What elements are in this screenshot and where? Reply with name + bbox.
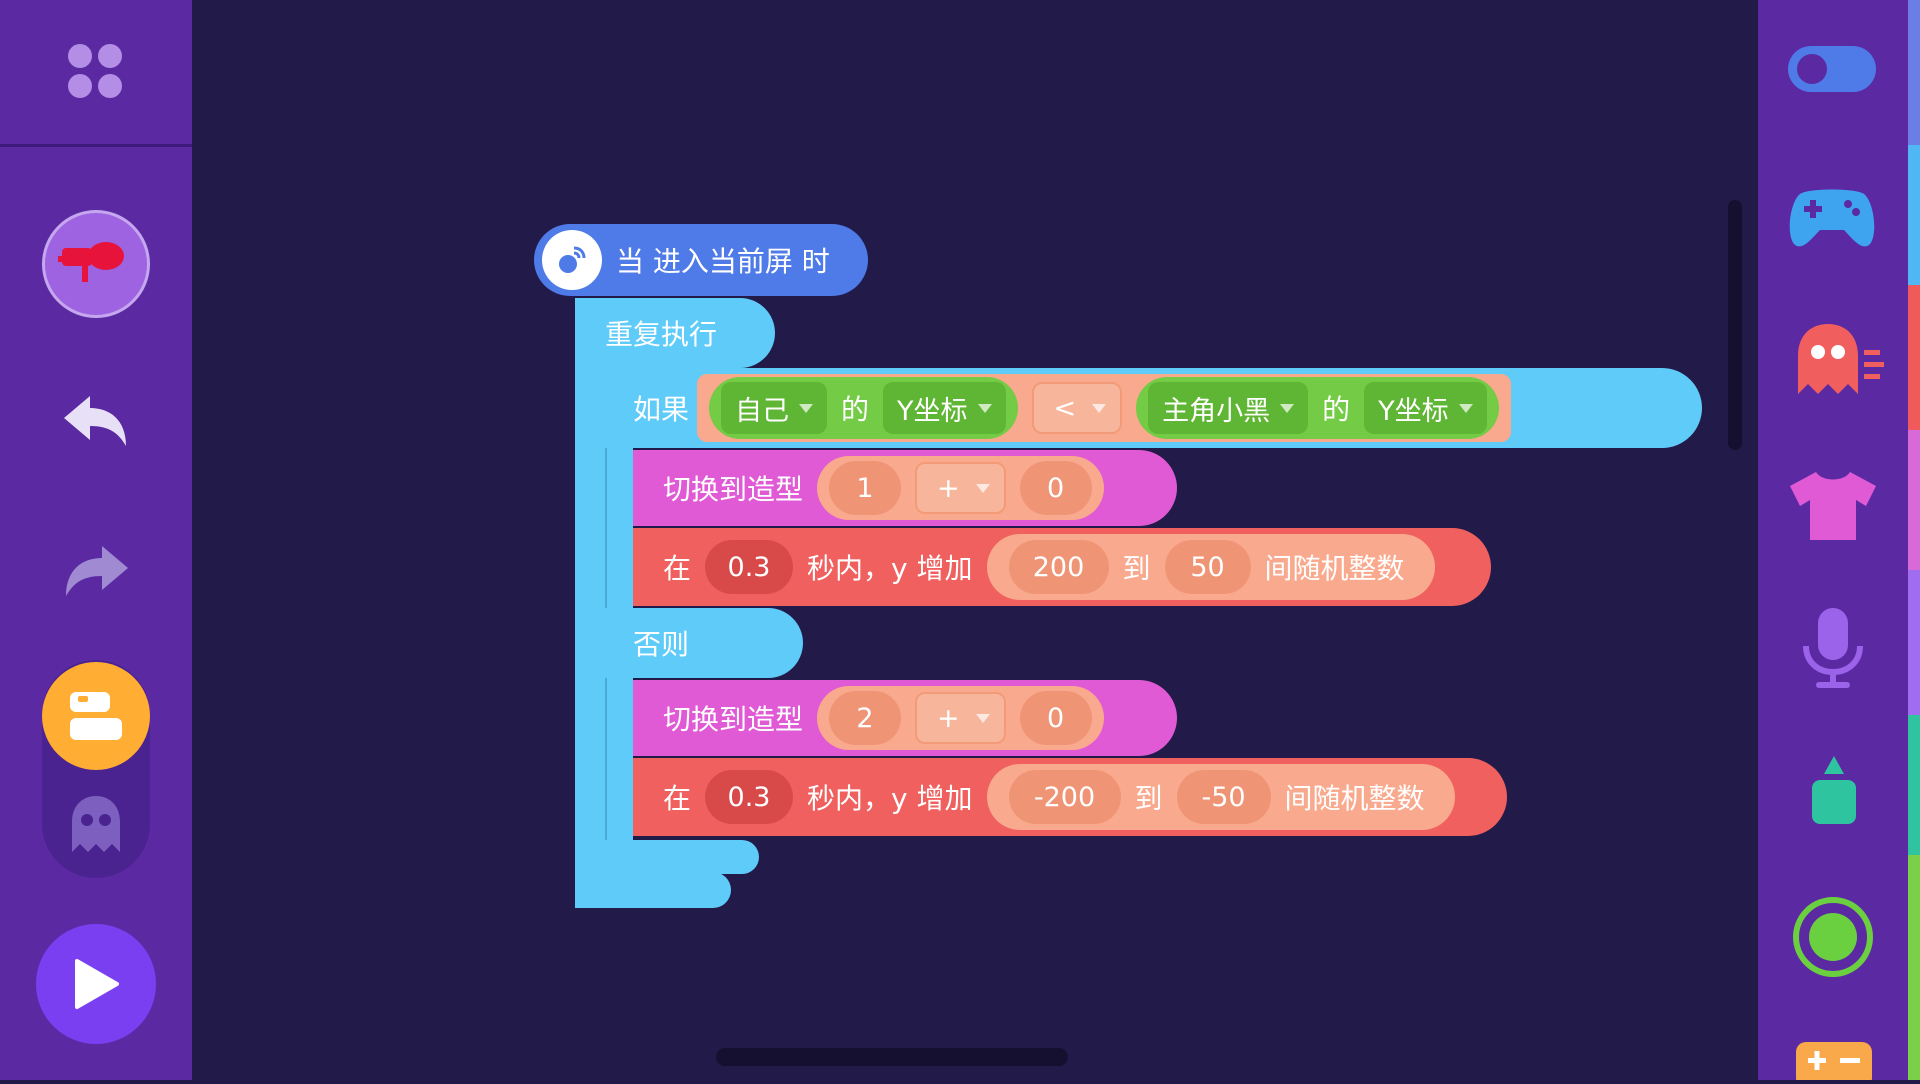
toggle-icon[interactable] — [1786, 42, 1878, 96]
sidebar-divider — [0, 144, 192, 147]
number-input[interactable]: 1 — [829, 461, 902, 515]
switch-costume-block[interactable]: 切换到造型 1 + 0 — [633, 450, 1177, 526]
ghost-sprite-icon[interactable] — [1796, 322, 1886, 396]
number-input[interactable]: 0 — [1019, 461, 1092, 515]
seconds-input[interactable]: 0.3 — [705, 540, 794, 594]
sensor-icon[interactable] — [1792, 896, 1874, 978]
category-strip — [1908, 570, 1920, 715]
grid-icon[interactable] — [66, 42, 130, 106]
pen-icon[interactable] — [1808, 754, 1860, 826]
vertical-scrollbar[interactable] — [1728, 200, 1742, 450]
broadcast-icon — [542, 230, 602, 290]
category-strip — [1908, 0, 1920, 145]
category-strip — [1908, 855, 1920, 1080]
repeat-block-bottom[interactable] — [575, 872, 731, 908]
random-from-input[interactable]: 200 — [1008, 540, 1109, 594]
random-from-input[interactable]: -200 — [1008, 770, 1121, 824]
blocks-icon[interactable] — [42, 662, 150, 770]
switch-costume-block[interactable]: 切换到造型 2 + 0 — [633, 680, 1177, 756]
number-input[interactable]: 0 — [1019, 691, 1092, 745]
operator-dropdown[interactable]: < — [1031, 382, 1123, 434]
repeat-label: 重复执行 — [605, 318, 718, 351]
left-sidebar — [0, 0, 192, 1080]
glide-y-block[interactable]: 在 0.3 秒内，y 增加 -200 到 -50 间随机整数 — [633, 758, 1507, 836]
random-to-input[interactable]: -50 — [1176, 770, 1271, 824]
category-strip — [1908, 430, 1920, 570]
character-avatar-icon[interactable] — [42, 210, 150, 318]
category-strip — [1908, 715, 1920, 855]
event-block[interactable]: 当 进入当前屏 时 — [534, 224, 868, 296]
add-operator-block[interactable]: 1 + 0 — [817, 456, 1104, 520]
ghost-icon[interactable] — [62, 790, 130, 858]
category-strip — [1908, 145, 1920, 285]
microphone-icon[interactable] — [1798, 606, 1868, 690]
repeat-block[interactable]: 重复执行 — [575, 298, 775, 368]
event-label: 当 进入当前屏 时 — [616, 245, 830, 278]
property-dropdown-right[interactable]: Y坐标 — [1364, 382, 1487, 434]
sensing-block-right[interactable]: 主角小黑 的 Y坐标 — [1136, 377, 1499, 439]
tshirt-icon[interactable] — [1788, 470, 1878, 542]
glide-y-block[interactable]: 在 0.3 秒内，y 增加 200 到 50 间随机整数 — [633, 528, 1491, 606]
math-operator-dropdown[interactable]: + — [915, 462, 1006, 514]
seconds-input[interactable]: 0.3 — [705, 770, 794, 824]
target-dropdown-left[interactable]: 自己 — [721, 382, 828, 434]
redo-icon[interactable] — [60, 542, 132, 602]
add-operator-block[interactable]: 2 + 0 — [817, 686, 1104, 750]
target-dropdown-right[interactable]: 主角小黑 — [1148, 382, 1309, 434]
play-icon — [75, 959, 119, 1009]
category-strip — [1908, 285, 1920, 430]
sensing-block-left[interactable]: 自己 的 Y坐标 — [709, 377, 1018, 439]
random-int-block[interactable]: -200 到 -50 间随机整数 — [986, 764, 1455, 830]
number-input[interactable]: 2 — [829, 691, 902, 745]
property-dropdown-left[interactable]: Y坐标 — [883, 382, 1006, 434]
if-block[interactable]: 如果 自己 的 Y坐标 < 主角小黑 的 Y坐标 — [605, 368, 1702, 448]
undo-icon[interactable] — [60, 392, 132, 452]
gamepad-icon[interactable] — [1786, 184, 1878, 250]
horizontal-scrollbar[interactable] — [716, 1048, 1068, 1066]
operator-icon[interactable] — [1796, 1042, 1872, 1084]
random-int-block[interactable]: 200 到 50 间随机整数 — [986, 534, 1435, 600]
if-block-bottom[interactable] — [605, 840, 759, 874]
else-label-block[interactable]: 否则 — [605, 608, 803, 678]
if-label: 如果 — [633, 393, 690, 426]
random-to-input[interactable]: 50 — [1164, 540, 1251, 594]
repeat-block-body[interactable] — [575, 300, 605, 908]
boolean-compare-block[interactable]: 自己 的 Y坐标 < 主角小黑 的 Y坐标 — [697, 374, 1511, 442]
play-button[interactable] — [36, 924, 156, 1044]
math-operator-dropdown[interactable]: + — [915, 692, 1006, 744]
